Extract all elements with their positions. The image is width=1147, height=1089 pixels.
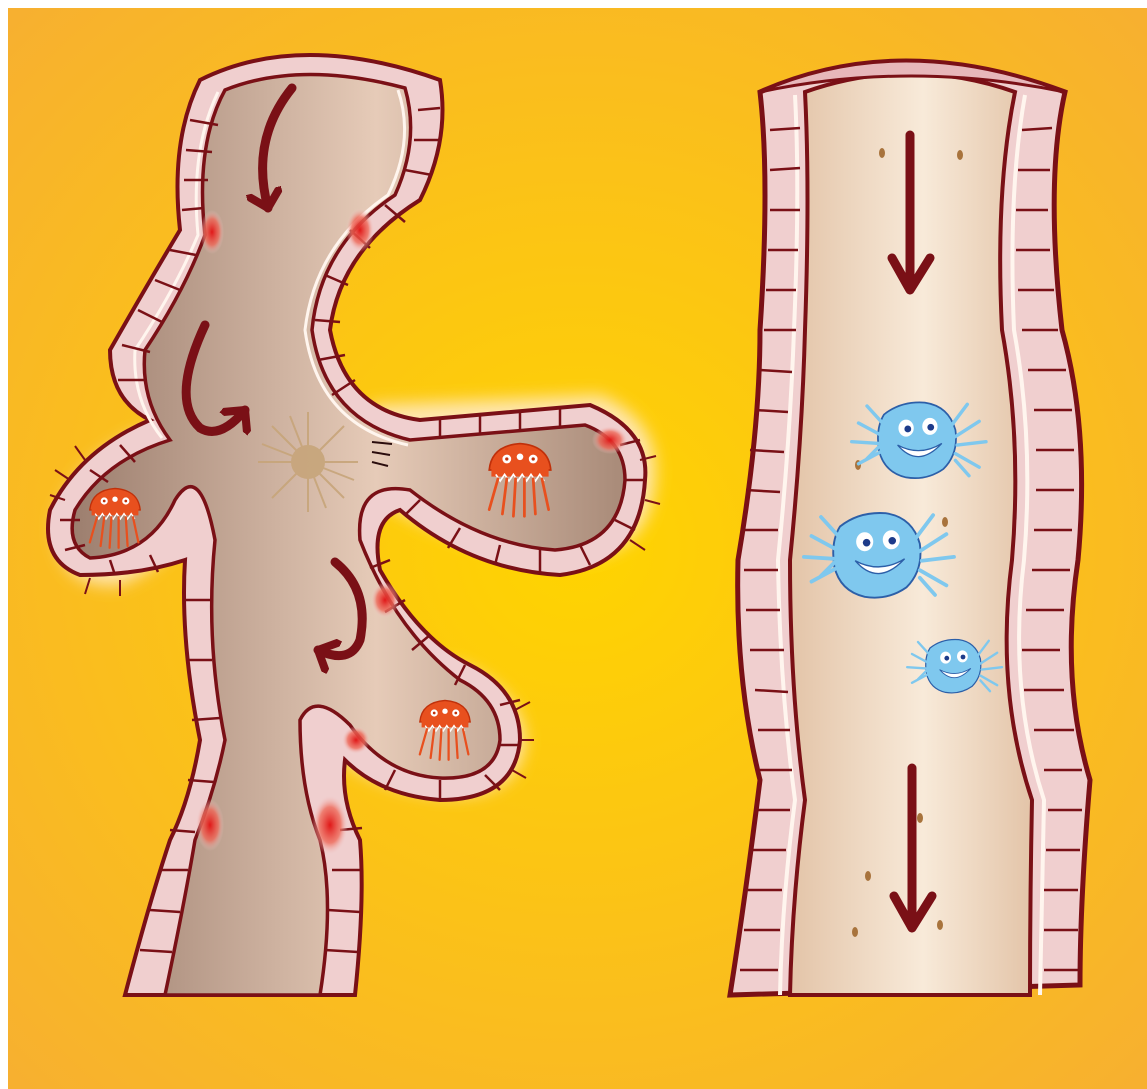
spiky-particle (258, 412, 358, 512)
right-tube (730, 61, 1090, 995)
